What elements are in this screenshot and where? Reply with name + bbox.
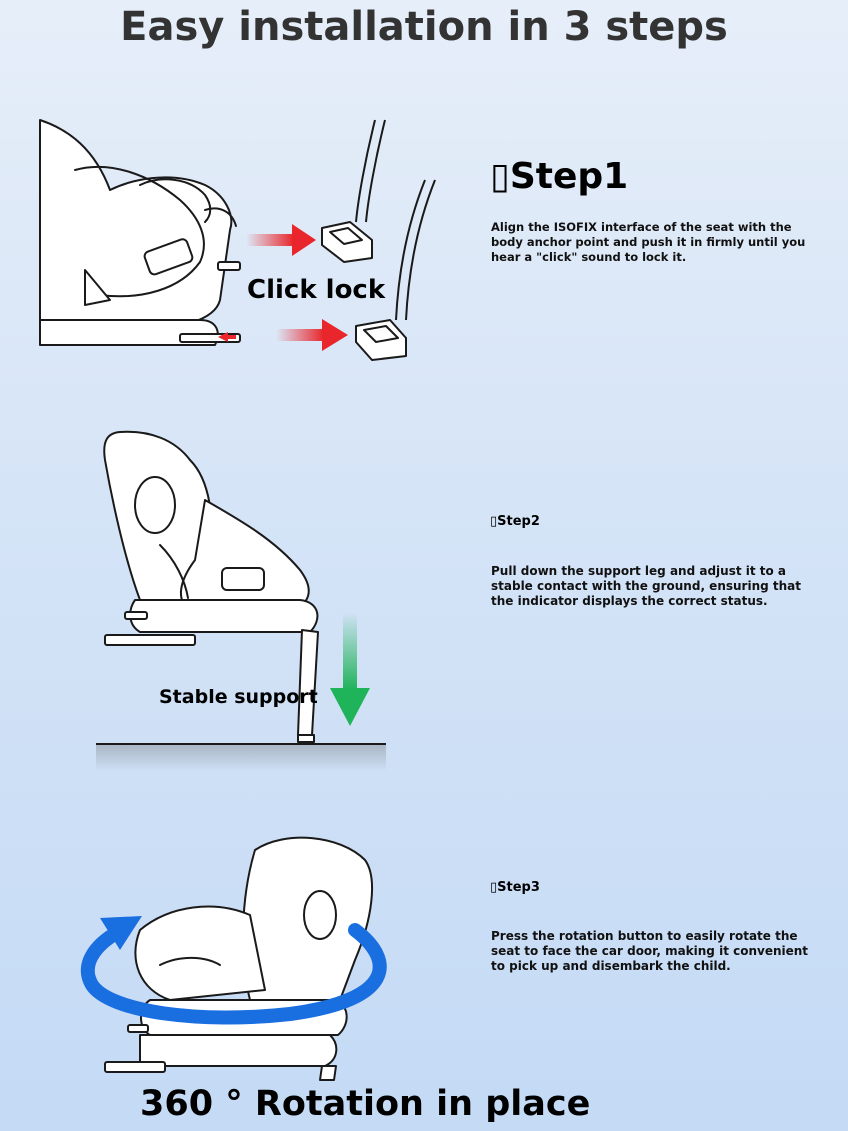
step3-heading-text: Step3 [497, 880, 540, 895]
click-lock-label: Click lock [247, 275, 386, 305]
step1-heading: ▯Step1 [490, 156, 628, 197]
step3-heading: ▯Step3 [490, 880, 540, 895]
step3-heading-glyph: ▯ [490, 880, 498, 895]
step1-heading-glyph: ▯ [490, 156, 510, 197]
isofix-anchor-upper [321, 119, 386, 263]
floor-line [96, 743, 386, 771]
step2-seat-illustration [103, 430, 319, 743]
step1-description: Align the ISOFIX interface of the seat w… [491, 220, 806, 264]
red-arrow-small [218, 332, 236, 342]
rotation-label: 360 ° Rotation in place [140, 1084, 591, 1124]
green-arrow-down [330, 612, 370, 726]
step1-seat-illustration [39, 119, 241, 346]
page-title: Easy installation in 3 steps [120, 4, 728, 50]
step2-heading: ▯Step2 [490, 514, 540, 529]
stable-support-label: Stable support [159, 686, 318, 708]
red-arrow-upper [246, 224, 316, 256]
step3-seat-illustration [104, 836, 374, 1081]
step3-description: Press the rotation button to easily rota… [491, 929, 809, 973]
step1-heading-text: Step1 [509, 156, 629, 197]
blue-rotation-arrow [80, 916, 387, 1025]
red-arrow-lower [276, 319, 348, 351]
step2-description: Pull down the support leg and adjust it … [491, 564, 801, 608]
isofix-anchor-lower [355, 179, 436, 361]
step2-heading-text: Step2 [497, 514, 540, 529]
step2-heading-glyph: ▯ [490, 514, 498, 529]
